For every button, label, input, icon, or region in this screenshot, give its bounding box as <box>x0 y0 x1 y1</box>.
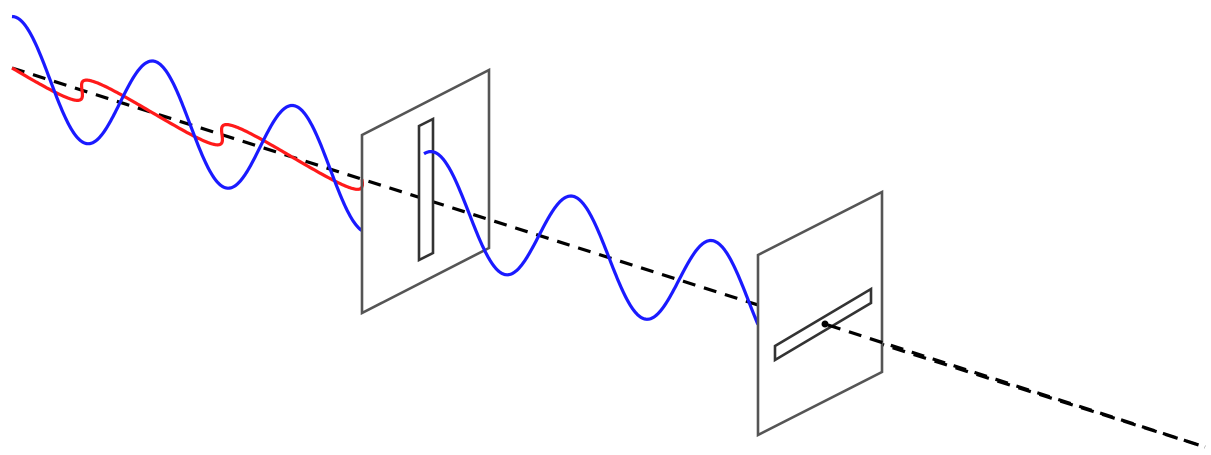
vertical-wave-transmitted <box>423 150 760 326</box>
horizontal-wave <box>11 66 364 191</box>
beam-axis-exit <box>827 323 1206 449</box>
vertical-polarizer <box>360 67 491 316</box>
axis-crossing-dot <box>821 320 829 328</box>
horizontal-polarizer <box>756 189 884 438</box>
vertical-slit <box>417 116 435 263</box>
polarizer-frame-1 <box>360 67 491 316</box>
vertical-wave-incident <box>11 14 363 233</box>
polarizer-frame-2 <box>756 189 884 438</box>
